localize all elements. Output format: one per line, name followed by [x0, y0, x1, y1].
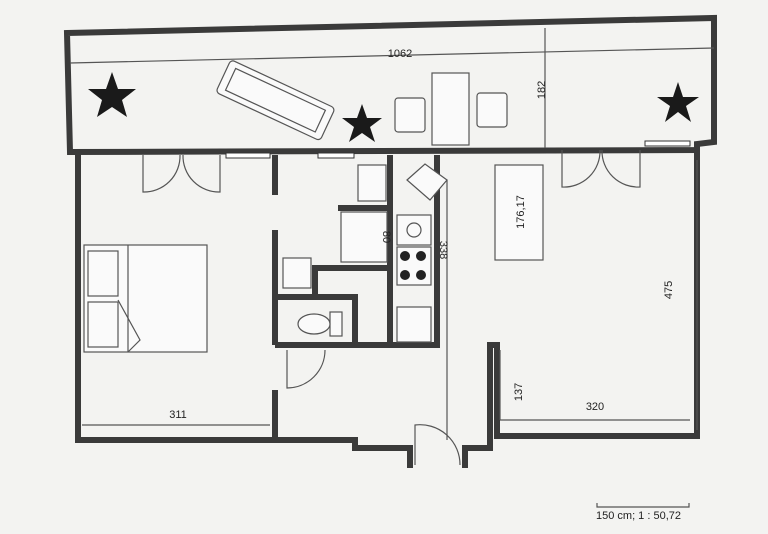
dimension-label: 1062	[388, 48, 412, 60]
scale-bar	[596, 503, 690, 508]
bathtub-icon	[340, 211, 388, 263]
sofa-icon	[216, 60, 335, 141]
dimension-label: 338	[437, 241, 449, 259]
outer-wall	[75, 152, 413, 468]
scale-label: 150 cm; 1 : 50,72	[596, 510, 681, 522]
stove-icon	[396, 246, 432, 286]
star-marker-icon	[657, 82, 699, 122]
interior-wall	[312, 265, 390, 297]
bed-icon	[83, 244, 208, 353]
star-marker-icon	[88, 72, 136, 117]
dimension-label: 137	[513, 383, 525, 401]
dimension-label: 176,17	[515, 195, 527, 229]
dimension-label: 80	[380, 231, 392, 243]
dimension-label: 182	[536, 81, 548, 99]
dimension-label: 320	[586, 401, 604, 413]
kitchen-sink-icon	[406, 163, 448, 201]
table-icon	[431, 72, 470, 146]
interior-wall	[275, 294, 358, 345]
outer-wall	[462, 145, 700, 468]
balcony-door-right	[561, 149, 641, 188]
dimension-label: 475	[663, 281, 675, 299]
chair-icon	[394, 97, 426, 133]
star-marker-icon	[342, 104, 382, 142]
window	[225, 152, 271, 159]
bathroom-door	[286, 349, 326, 389]
window	[644, 140, 691, 147]
balcony-outline	[63, 14, 717, 156]
bench	[494, 164, 544, 261]
dimension-label: 311	[169, 409, 187, 421]
oven-icon	[396, 214, 432, 246]
balcony-door-left	[142, 154, 221, 193]
cabinet	[396, 306, 432, 343]
balcony-inner-line	[69, 47, 715, 64]
washing-machine-icon	[282, 257, 312, 289]
chair-icon	[476, 92, 508, 128]
window	[317, 152, 355, 159]
toilet-icon	[297, 311, 343, 337]
entrance-door	[414, 424, 461, 466]
sink-icon	[357, 164, 387, 202]
